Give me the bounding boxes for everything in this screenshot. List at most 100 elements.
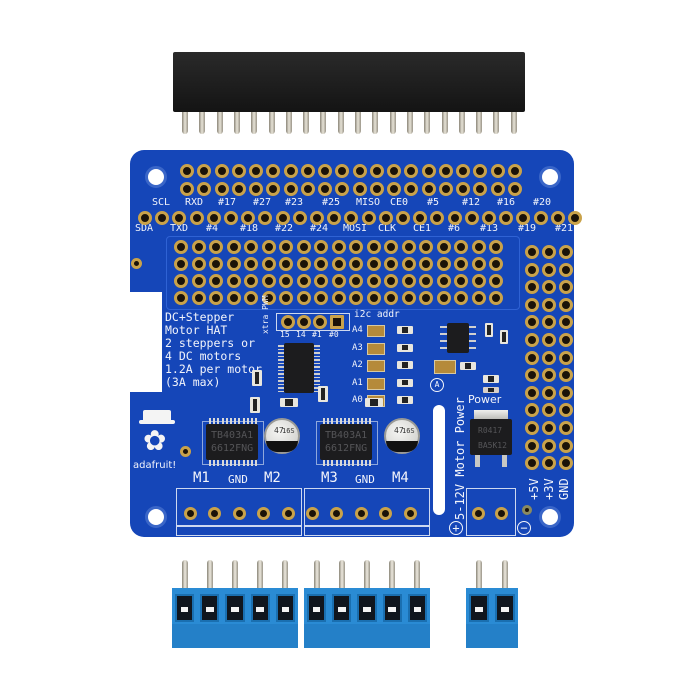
gpio-pad (387, 164, 401, 178)
chip-leg (440, 333, 447, 335)
proto-pad (191, 274, 206, 288)
chip-leg (314, 366, 320, 368)
proto-pad (314, 257, 328, 271)
proto-pad (489, 274, 503, 288)
chip-leg (314, 352, 320, 354)
driver-outline (316, 421, 378, 465)
proto-pad (314, 274, 328, 288)
header-pin (285, 112, 292, 134)
proto-pad (384, 291, 398, 305)
chip-leg (255, 418, 258, 424)
chip-leg (278, 348, 284, 350)
motor-label-m2: M2 (264, 470, 281, 486)
motor-terminal-footprint-right (304, 488, 430, 536)
breakout-pad (568, 211, 582, 225)
chip-leg (278, 387, 284, 389)
pwm-pin-label: 14 (296, 330, 306, 339)
gpio-label-bottom: MOSI (343, 223, 368, 234)
chip-leg (323, 418, 325, 424)
gpio-label-bottom: CLK (378, 223, 397, 234)
description-line: Motor HAT (165, 323, 228, 337)
chip-leg (278, 383, 284, 385)
chip-leg (314, 373, 320, 375)
chip-leg (278, 390, 284, 392)
rail-label-3v: +3V (542, 478, 556, 500)
chip-leg (238, 418, 241, 424)
gpio-pad (404, 182, 419, 196)
via (522, 505, 532, 515)
proto-pad (296, 240, 311, 254)
proto-pad (436, 257, 451, 271)
proto-pad (279, 240, 293, 254)
rail-pad (542, 403, 556, 418)
chip-leg (251, 418, 253, 424)
rail-pad (542, 350, 556, 365)
motor-terminal-pad (306, 507, 319, 520)
gpio-pad (300, 164, 315, 178)
gpio-label-top: MISO (356, 197, 381, 208)
proto-pad (366, 274, 381, 288)
gpio-pad (283, 164, 298, 178)
header-pin (476, 112, 483, 134)
proto-pad (174, 240, 188, 254)
terminal-pin (364, 560, 370, 592)
cap-marking: 47 (274, 426, 284, 435)
breakout-pad (464, 211, 479, 225)
rail-pad (525, 262, 539, 277)
proto-pad (314, 240, 328, 254)
proto-pad (244, 257, 258, 271)
terminal-screw-slot (250, 594, 270, 622)
regulator-marking: BA5K12 (478, 441, 507, 450)
gpio-pad (456, 182, 470, 196)
gpio-pad (214, 182, 229, 196)
motor-driver-chip-2: TB403A1 6612FNG (320, 424, 372, 460)
breakout-pad (361, 211, 376, 225)
proto-pad (454, 257, 468, 271)
gpio-pad (438, 182, 453, 196)
proto-pad (401, 274, 416, 288)
proto-pad (419, 291, 433, 305)
chip-leg (251, 460, 253, 466)
motor-terminal-pad (330, 507, 344, 520)
terminal-clamp (475, 606, 483, 612)
gpio-pad (352, 182, 367, 196)
chip-leg (314, 376, 320, 378)
proto-pad (279, 274, 293, 288)
chip-leg (217, 418, 220, 424)
gpio-pad (300, 182, 315, 196)
address-label: A3 (352, 342, 363, 353)
chip-leg (344, 418, 346, 424)
proto-pad (471, 291, 486, 305)
pwm-label: xtra PWM (261, 295, 270, 334)
pwm-pin-label: 15 (280, 330, 290, 339)
rail-pad (559, 456, 573, 471)
chip-leg (278, 355, 284, 357)
address-label: A0 (352, 395, 363, 405)
resistor (460, 362, 476, 370)
power-label: Power (468, 393, 502, 406)
proto-pad (436, 291, 451, 305)
proto-pad (296, 257, 311, 271)
gpio-label-top: #20 (533, 197, 552, 208)
gpio-label-bottom: #6 (448, 223, 461, 234)
proto-pad (489, 240, 503, 254)
gpio-pad (490, 164, 505, 178)
plus-icon: + (449, 521, 463, 535)
proto-pad (226, 274, 241, 288)
pwm-pin-label: #1 (312, 330, 322, 339)
rail-pad (525, 333, 539, 347)
breakout-pad (258, 211, 273, 225)
proto-pad (226, 257, 241, 271)
rail-pad (559, 421, 573, 435)
gpio-pad (456, 164, 470, 178)
breakout-pad (550, 211, 565, 225)
mounting-hole-bottom-left (145, 506, 167, 528)
proto-pad (261, 257, 276, 271)
chip-leg (344, 460, 346, 466)
header-pin (406, 112, 413, 134)
breakout-pad (224, 211, 238, 225)
terminal-pin (389, 560, 396, 592)
power-terminal-pad (495, 507, 508, 520)
header-pin (199, 112, 206, 134)
gpio-pad (507, 182, 522, 196)
